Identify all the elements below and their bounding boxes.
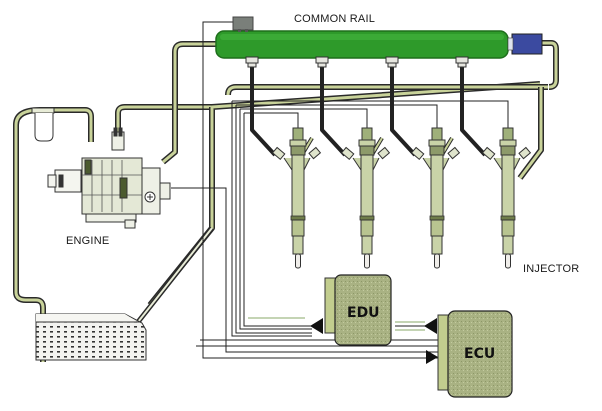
ecu-label: ECU [464, 346, 495, 362]
edu-module: EDU [310, 274, 392, 346]
rail-fittings [245, 56, 469, 68]
leak-off-pipe [147, 81, 541, 307]
edu-input-arrow [310, 318, 323, 334]
injectors [271, 127, 532, 269]
injector-label: INJECTOR [523, 263, 579, 275]
fuel-pipes [13, 40, 559, 362]
injector [271, 127, 322, 269]
common-rail [215, 30, 509, 68]
ecu-input-arrow-lower [426, 350, 438, 364]
edu-label: EDU [347, 305, 380, 321]
pump-return-pipe [115, 104, 212, 135]
ecu-input-arrow-upper [424, 318, 437, 334]
injector [340, 127, 391, 269]
pressure-limiter [511, 33, 543, 55]
fuel-filter [31, 107, 55, 142]
common-rail-label: COMMON RAIL [294, 13, 375, 25]
injector [410, 127, 461, 269]
injector [481, 127, 532, 269]
supply-pump [47, 127, 171, 229]
fuel-tank [35, 313, 147, 361]
engine-label: ENGINE [66, 235, 109, 247]
wiring-harness [171, 21, 509, 359]
ecu-module: ECU [424, 310, 513, 398]
high-pressure-supply-pipe [161, 41, 216, 165]
injector-lines [250, 60, 487, 157]
rail-pressure-sensor [232, 16, 254, 31]
